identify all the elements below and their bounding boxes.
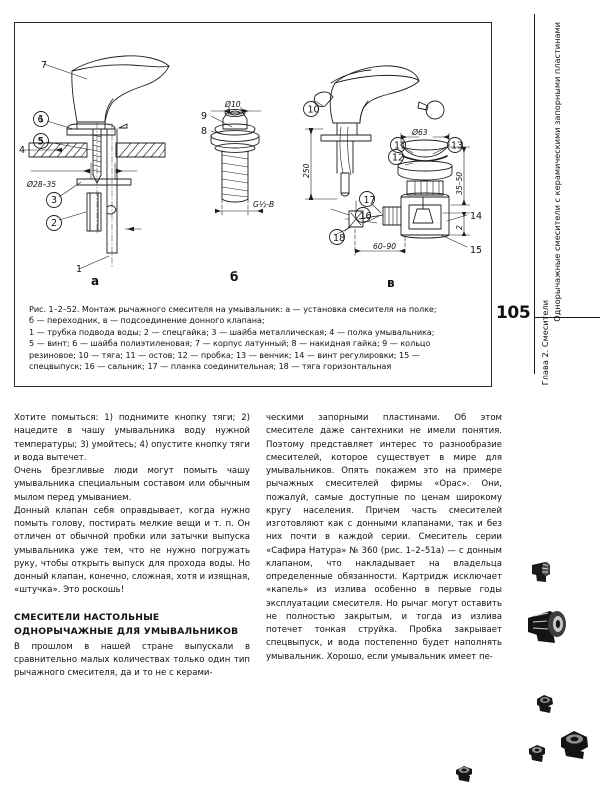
figure-drawing: 1 2 3 4 5 6 1 7 6 5 Ø28–35 9 8 Ø10 G½-B … <box>19 55 482 290</box>
running-head-topic: Однорычажные смесители с керамическими з… <box>552 22 562 322</box>
paragraph: Очень брезгливые люди могут помыть чашу … <box>14 466 250 503</box>
bolt-large-image <box>524 608 578 646</box>
caption-line: 5 — винт; 6 — шайба полиэтиленовая; 7 — … <box>29 338 431 349</box>
body-column-right: ческими запорными пластинами. Об этом см… <box>266 412 502 664</box>
svg-text:Ø10: Ø10 <box>224 100 241 109</box>
svg-text:1: 1 <box>38 114 44 125</box>
subheading-line-1: СМЕСИТЕЛИ НАСТОЛЬНЫЕ <box>14 611 160 623</box>
caption-line: б — переходник, в — подсоединение донног… <box>29 315 265 326</box>
paragraph: В прошлом в нашей стране выпускали в сра… <box>14 641 250 679</box>
svg-text:17: 17 <box>364 195 376 206</box>
svg-text:60–90: 60–90 <box>373 242 396 251</box>
svg-text:10: 10 <box>308 105 320 116</box>
svg-text:12: 12 <box>392 153 404 164</box>
nut-small-low-image <box>525 742 551 766</box>
svg-text:14: 14 <box>470 211 482 222</box>
nut-small-mid-image <box>531 693 559 717</box>
panel-label-b: б <box>230 270 238 284</box>
svg-text:8: 8 <box>201 126 207 137</box>
svg-text:7: 7 <box>41 60 47 71</box>
figure-caption: Рис. 1–2–52. Монтаж рычажного смесителя … <box>29 304 481 372</box>
svg-text:G½-B: G½-B <box>253 200 274 209</box>
caption-line: Рис. 1–2–52. Монтаж рычажного смесителя … <box>29 304 437 314</box>
caption-line: спецвыпуск; 16 — сальник; 17 — планка со… <box>29 361 392 372</box>
svg-text:5: 5 <box>38 137 44 148</box>
svg-text:3: 3 <box>51 195 57 206</box>
subheading-line-2: ОДНОРЫЧАЖНЫЕ ДЛЯ УМЫВАЛЬНИКОВ <box>14 626 239 637</box>
svg-text:4: 4 <box>19 145 25 156</box>
svg-text:1: 1 <box>76 264 82 275</box>
nut-large-low-image <box>556 728 596 762</box>
svg-text:2: 2 <box>51 218 57 229</box>
paragraph: ческими запорными пластинами. Об этом см… <box>266 413 502 662</box>
section-subheading: СМЕСИТЕЛИ НАСТОЛЬНЫЕ ОДНОРЫЧАЖНЫЕ ДЛЯ УМ… <box>14 611 250 640</box>
caption-line: 1 — трубка подвода воды; 2 — спецгайка; … <box>29 326 435 337</box>
svg-text:35–50: 35–50 <box>455 172 464 195</box>
svg-text:16: 16 <box>360 211 372 222</box>
page-number: 105 <box>496 303 531 323</box>
svg-text:2: 2 <box>455 225 464 230</box>
svg-text:5: 5 <box>38 136 44 147</box>
svg-text:9: 9 <box>201 111 207 122</box>
figure-block: 1 2 3 4 5 6 1 7 6 5 Ø28–35 9 8 Ø10 G½-B … <box>14 22 492 387</box>
svg-text:6: 6 <box>38 115 44 126</box>
caption-line: резиновое; 10 — тяга; 11 — остов; 12 — п… <box>29 349 420 360</box>
svg-text:Ø63: Ø63 <box>411 128 428 137</box>
svg-text:18: 18 <box>333 233 345 244</box>
paragraph: Донный клапан себя оправдывает, когда ну… <box>14 505 250 596</box>
panel-label-a: а <box>91 274 99 288</box>
svg-text:Ø28–35: Ø28–35 <box>26 180 56 189</box>
running-head-divider <box>534 14 535 374</box>
svg-text:15: 15 <box>470 245 482 256</box>
folio-rule <box>534 317 600 318</box>
body-column-left: Хотите помыться: 1) поднимите кнопку тяг… <box>14 412 250 680</box>
svg-text:13: 13 <box>451 141 463 152</box>
panel-label-v: в <box>387 276 395 290</box>
svg-text:11: 11 <box>394 141 406 152</box>
paragraph: Хотите помыться: 1) поднимите кнопку тяг… <box>14 413 250 463</box>
svg-text:250: 250 <box>302 163 311 178</box>
running-head-chapter: Глава 2. Смесители <box>540 300 550 386</box>
nut-bottom-center-image <box>452 763 478 787</box>
bolt-small-top-image <box>528 560 562 586</box>
